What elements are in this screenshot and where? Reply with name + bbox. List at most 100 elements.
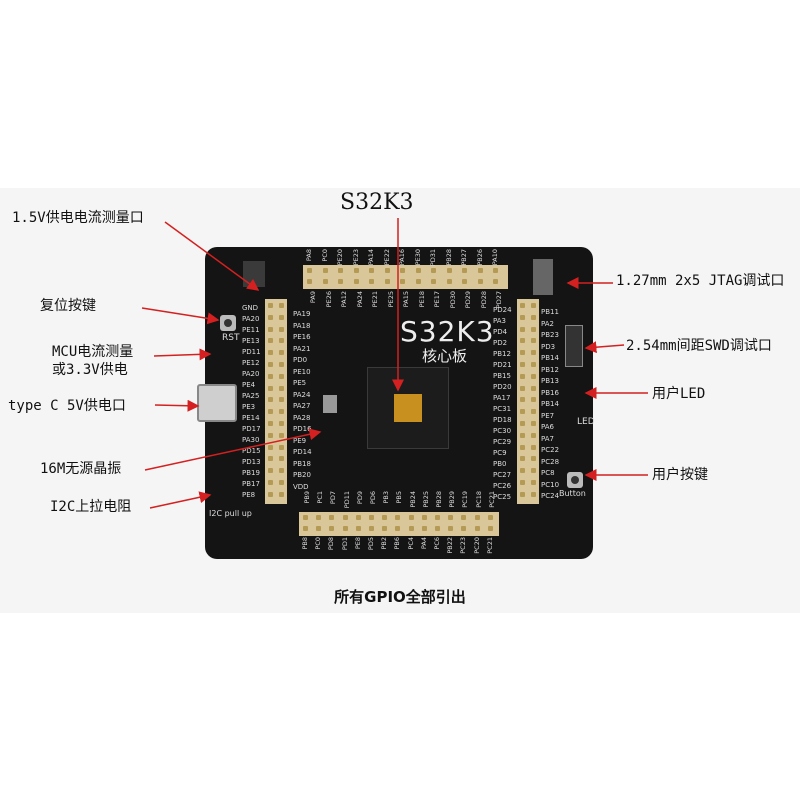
header-pin [520, 397, 525, 403]
header-pin [448, 526, 454, 531]
pin-label: PB25 [421, 491, 430, 508]
header-pin [268, 385, 273, 391]
button-label: Button [559, 489, 586, 498]
header-pin [531, 303, 536, 308]
header-pin [435, 526, 440, 531]
header-pin [279, 373, 284, 379]
header-pin [531, 432, 536, 438]
annotation-swd: 2.54mm间距SWD调试口 [626, 338, 772, 354]
header-pin [531, 491, 536, 497]
pin-label: PC30 [493, 427, 512, 435]
led-label: LED [577, 417, 595, 427]
rst-label: RST [222, 333, 240, 343]
pin-label: PB16 [541, 388, 559, 397]
header-pin [342, 526, 348, 531]
pin-label: PC8 [541, 469, 555, 477]
header-pin [395, 526, 401, 531]
user-button [567, 472, 583, 488]
header-pin [279, 303, 284, 308]
header-pin [531, 397, 536, 403]
annotation-user-key: 用户按键 [652, 467, 708, 483]
header-pin [279, 444, 284, 450]
pin-label: PE25 [386, 291, 395, 308]
header-pin [520, 480, 525, 485]
header-pin [268, 491, 273, 497]
pin-label: PB19 [242, 469, 260, 477]
pin-label: PD6 [369, 491, 377, 505]
header-pin [474, 526, 480, 531]
annotation-i2c-pullup: I2C上拉电阻 [50, 499, 132, 515]
header-pin [531, 409, 536, 415]
header-pin [322, 268, 328, 273]
pin-label: PA9 [309, 291, 317, 304]
pin-label: PC25 [493, 493, 512, 501]
pin-label: PD11 [242, 348, 261, 356]
pin-label: PC19 [461, 491, 470, 508]
header-pin [316, 526, 322, 531]
pin-label: PD4 [493, 328, 508, 336]
header-pin [382, 526, 388, 531]
pin-label: PE5 [293, 379, 307, 387]
pin-label: PA2 [541, 319, 555, 328]
page-caption: 所有GPIO全部引出 [334, 588, 466, 606]
header-pin [462, 279, 467, 284]
pin-label: PE21 [371, 291, 379, 308]
header-pin [493, 268, 498, 273]
header-pin [382, 515, 388, 520]
pin-label: PE16 [293, 333, 311, 341]
header-pin [338, 279, 343, 284]
pin-label: PD18 [493, 416, 512, 424]
pin-label: PC27 [493, 471, 512, 479]
pin-label: PD20 [493, 383, 512, 391]
header-pin [400, 279, 405, 284]
header-pin [268, 421, 273, 426]
header-pin [303, 526, 308, 531]
pin-label: PD0 [293, 356, 308, 364]
top-pin-header [303, 265, 508, 289]
pin-label: GND [242, 304, 259, 312]
pin-label: PA24 [293, 390, 311, 399]
header-pin [446, 279, 452, 284]
pin-label: PB27 [460, 249, 468, 266]
header-pin [520, 421, 525, 426]
pin-label: PA19 [293, 310, 311, 318]
pin-label: PC20 [472, 537, 481, 554]
reset-button [220, 315, 236, 331]
pin-label: PC29 [493, 438, 512, 446]
header-pin [531, 314, 536, 320]
pin-label: PD1 [340, 537, 349, 551]
pin-label: PE8 [242, 491, 256, 499]
board-brand: S32K3 [400, 315, 495, 348]
annotation-crystal: 16M无源晶振 [40, 461, 122, 477]
annotation-current-1v5: 1.5V供电电流测量口 [12, 210, 144, 226]
header-pin [307, 268, 312, 273]
board-brand-sub: 核心板 [422, 347, 468, 365]
annotation-typec: type C 5V供电口 [8, 398, 126, 414]
pin-label: PA6 [541, 423, 555, 431]
header-pin [520, 444, 525, 450]
header-pin [268, 314, 273, 320]
header-pin [415, 268, 421, 273]
pin-label: PB22 [446, 537, 455, 554]
pin-label: PD16 [293, 425, 312, 433]
pin-label: PB28 [444, 249, 453, 266]
header-pin [461, 526, 467, 531]
pin-label: PA15 [402, 291, 410, 308]
header-pin [520, 468, 525, 474]
pin-label: PB17 [242, 480, 260, 488]
header-pin [520, 362, 525, 367]
pin-label: PC18 [474, 491, 483, 508]
pin-label: PC28 [541, 457, 560, 466]
header-pin [329, 526, 335, 531]
pin-label: PB0 [493, 460, 507, 468]
pin-label: PE20 [336, 249, 344, 266]
pin-label: PD27 [495, 291, 503, 309]
header-pin [461, 515, 467, 520]
annotation-user-led: 用户LED [652, 386, 706, 402]
pcb-board: S32K3 核心板 RST Button LED I2C pull up GND… [197, 247, 595, 559]
crystal [323, 395, 337, 413]
header-pin [531, 421, 536, 426]
header-pin [268, 373, 273, 379]
pin-label: PE10 [293, 367, 311, 376]
pin-label: PB26 [475, 249, 484, 266]
